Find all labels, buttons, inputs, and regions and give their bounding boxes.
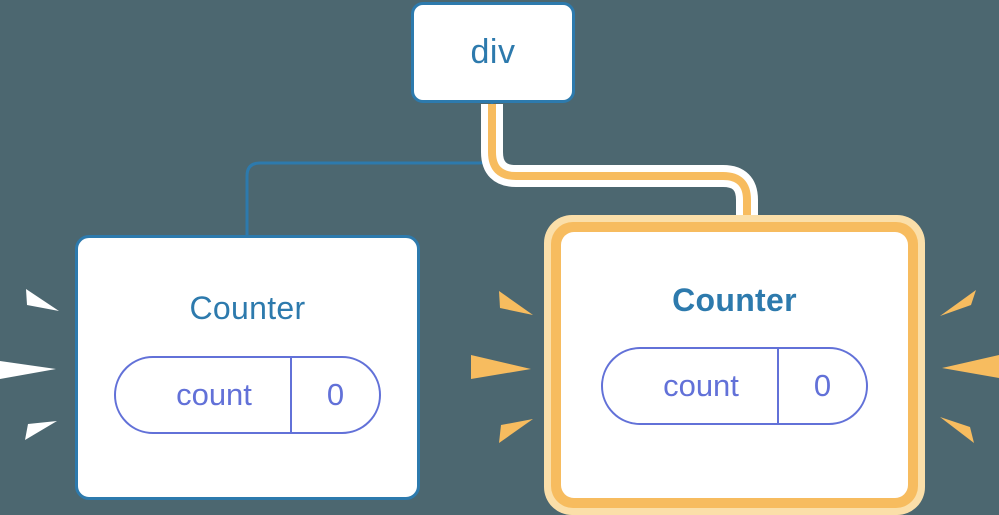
- state-key: count: [663, 368, 739, 403]
- sparkle-wedge-middle: [942, 355, 999, 378]
- node-counter-right-highlight-halo: Counter count 0: [544, 215, 925, 515]
- sparkle-wedge-upper: [940, 290, 976, 316]
- state-pill-counter-right: count 0: [601, 347, 868, 425]
- sparkle-wedge-lower: [25, 421, 57, 440]
- sparkle-wedge-lower: [940, 417, 974, 443]
- node-div[interactable]: div: [411, 2, 575, 103]
- edge-div-to-counter-left: [245, 102, 494, 239]
- sparkle-burst-right-of-counter-right: [940, 290, 999, 443]
- node-div-label: div: [470, 33, 516, 71]
- sparkle-wedge-lower: [499, 419, 533, 443]
- sparkle-wedge-middle: [471, 355, 531, 379]
- sparkle-wedge-middle: [0, 361, 56, 379]
- node-counter-left-label: Counter: [189, 290, 306, 326]
- sparkle-wedge-upper: [499, 291, 533, 315]
- state-value: 0: [290, 358, 379, 432]
- state-value: 0: [777, 349, 866, 423]
- node-counter-left[interactable]: Counter count 0: [75, 235, 420, 500]
- node-counter-right-highlight-frame: Counter count 0: [551, 222, 918, 508]
- sparkle-burst-right-of-counter-left: [471, 291, 533, 443]
- node-counter-right[interactable]: Counter count 0: [561, 232, 908, 498]
- node-counter-right-label: Counter: [672, 282, 797, 318]
- state-pill-counter-left: count 0: [114, 356, 381, 434]
- sparkle-burst-left-of-counter-left: [0, 289, 59, 440]
- state-key: count: [176, 377, 252, 412]
- sparkle-wedge-upper: [26, 289, 59, 311]
